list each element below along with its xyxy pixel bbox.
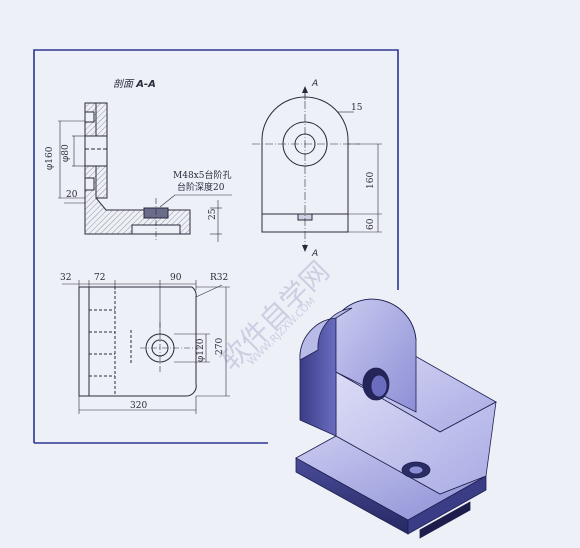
dim-dia80: φ80: [61, 144, 71, 162]
front-view: [252, 88, 360, 250]
dim-dia160: φ160: [45, 146, 55, 170]
dim-20: 20: [66, 190, 78, 200]
dim-15: 15: [351, 103, 363, 113]
dim-320: 320: [130, 401, 148, 411]
dim-32: 32: [60, 273, 72, 283]
section-title: 剖面 A-A: [113, 79, 156, 90]
dim-160-front: 160: [366, 171, 376, 189]
top-dimensions: [62, 280, 230, 414]
cut-label-bottom: A: [312, 249, 319, 259]
front-dimensions: [302, 86, 382, 252]
drawing-frame: [33, 49, 399, 443]
dim-25: 25: [208, 208, 218, 220]
callout-line1: M48x5台阶孔: [173, 171, 232, 181]
isometric-part: [295, 298, 497, 539]
dim-dia120: φ120: [196, 338, 206, 362]
dim-60: 60: [366, 218, 376, 230]
dim-r32: R32: [210, 273, 229, 283]
top-view: [78, 286, 202, 397]
section-dimensions: [58, 120, 232, 242]
dim-90: 90: [170, 273, 182, 283]
cut-label-top: A: [312, 79, 319, 89]
callout-line2: 台阶深度20: [177, 183, 225, 193]
section-view: [84, 102, 191, 240]
dim-72: 72: [94, 273, 106, 283]
